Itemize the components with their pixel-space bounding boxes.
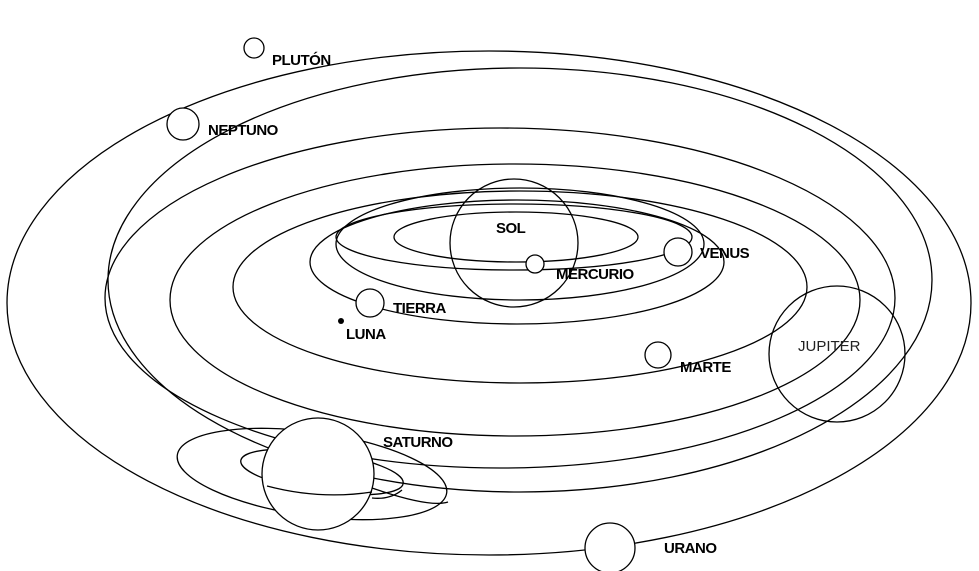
neptuno-body (167, 108, 199, 140)
tierra-body (356, 289, 384, 317)
urano-body (585, 523, 635, 571)
pluton-body (244, 38, 264, 58)
label-jupiter: JUPITER (798, 338, 861, 355)
luna-body (338, 318, 344, 324)
saturno-body (262, 418, 374, 530)
label-neptuno: NEPTUNO (208, 122, 279, 139)
venus-body (664, 238, 692, 266)
label-venus: VENUS (700, 245, 750, 262)
label-marte: MARTE (680, 359, 731, 376)
orbit-tierra (336, 188, 704, 300)
label-luna: LUNA (346, 326, 386, 343)
label-pluton: PLUTÓN (272, 51, 331, 69)
mercurio-body (526, 255, 544, 273)
sol-body (450, 179, 578, 307)
orbit-urano (105, 128, 895, 468)
label-tierra: TIERRA (393, 300, 447, 317)
label-saturno: SATURNO (383, 434, 453, 451)
label-urano: URANO (664, 540, 717, 557)
label-mercurio: MERCURIO (556, 266, 634, 283)
marte-body (645, 342, 671, 368)
saturno-ring-front-outer (372, 488, 448, 503)
label-sol: SOL (496, 220, 526, 237)
